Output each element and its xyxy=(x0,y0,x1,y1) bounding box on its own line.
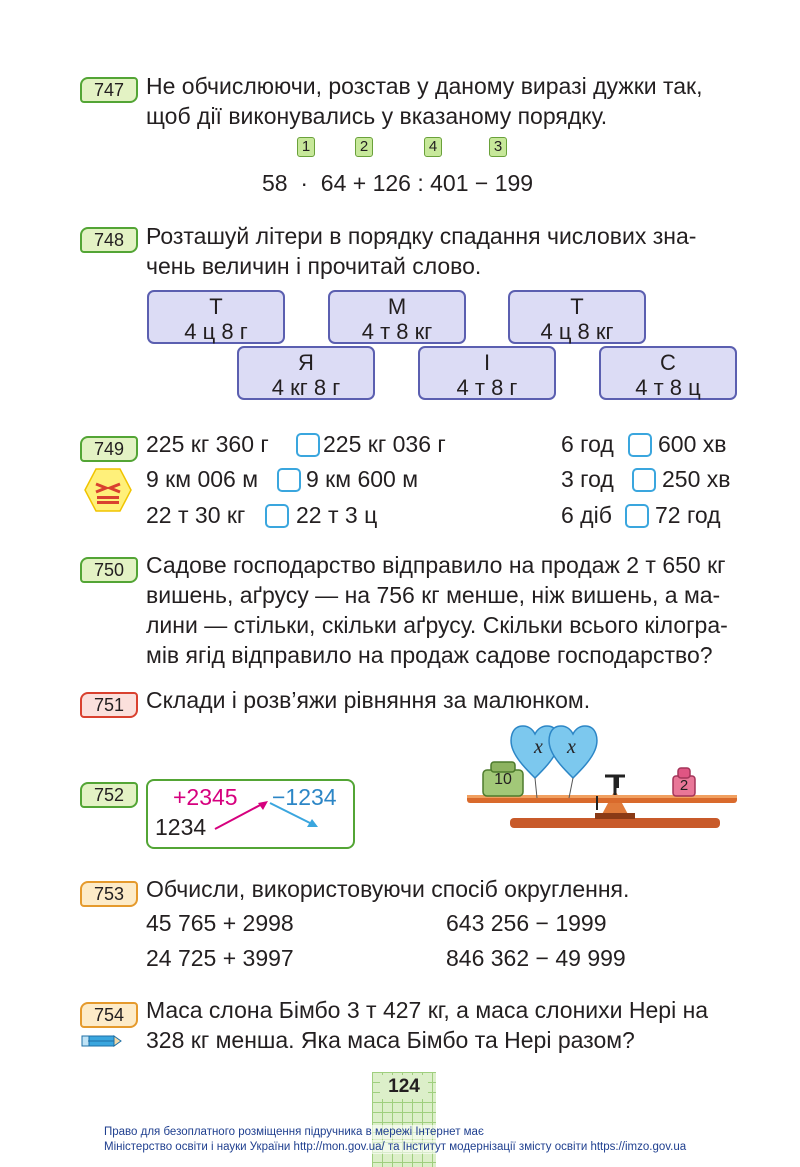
order-mark: 3 xyxy=(489,137,507,157)
compare-right-b: 250 хв xyxy=(662,466,731,492)
task-number-748: 748 xyxy=(80,227,138,253)
card-letter: І xyxy=(483,350,491,375)
compare-left-b: 9 км 600 м xyxy=(306,466,419,492)
order-mark: 1 xyxy=(297,137,315,157)
calc-left: 45 765 + 2998 xyxy=(146,910,294,936)
calc-right: 643 256 − 1999 xyxy=(446,910,607,936)
task-748-text-line2: чень величин і прочитай слово. xyxy=(146,253,482,279)
letter-card: І 4 т 8 г xyxy=(418,346,556,400)
card-value: 4 т 8 г xyxy=(456,375,518,400)
letter-card: С 4 т 8 ц xyxy=(599,346,737,400)
task-number-753: 753 xyxy=(80,881,138,907)
compare-right-b: 72 год xyxy=(655,502,721,528)
compare-right-a: 3 год xyxy=(561,466,614,492)
task-number-752: 752 xyxy=(80,782,138,808)
card-letter: Я xyxy=(298,350,314,375)
task-750-line: мів ягід відправило на продаж садове гос… xyxy=(146,642,713,668)
compare-left-a: 225 кг 360 г xyxy=(146,431,269,457)
compare-box[interactable] xyxy=(628,433,652,457)
task-number-754: 754 xyxy=(80,1002,138,1028)
footer-line1: Право для безоплатного розміщення підруч… xyxy=(104,1125,484,1139)
compare-right-b: 600 хв xyxy=(658,431,727,457)
letter-card: М 4 т 8 кг xyxy=(328,290,466,344)
task-747-text-line1: Не обчислюючи, розстав у даному виразі д… xyxy=(146,73,703,99)
compare-box[interactable] xyxy=(265,504,289,528)
task-754-text-line1: Маса слона Бімбо 3 т 427 кг, а маса слон… xyxy=(146,997,709,1023)
compare-icon xyxy=(84,468,132,512)
task-number-751: 751 xyxy=(80,692,138,718)
letter-card: Т 4 ц 8 г xyxy=(147,290,285,344)
task-number-750: 750 xyxy=(80,557,138,583)
card-value: 4 т 8 кг xyxy=(361,319,433,344)
left-weight-label: 10 xyxy=(494,771,512,788)
footer-line2: Міністерство освіти і науки України http… xyxy=(104,1140,687,1154)
order-mark: 2 xyxy=(355,137,373,157)
letter-card: Я 4 кг 8 г xyxy=(237,346,375,400)
card-value: 4 ц 8 кг xyxy=(540,319,614,344)
calc-right: 846 362 − 49 999 xyxy=(446,945,626,971)
task-753-text: Обчисли, використовуючи спосіб округленн… xyxy=(146,876,630,902)
card-value: 4 кг 8 г xyxy=(271,375,341,400)
right-weight-label: 2 xyxy=(679,777,689,794)
card-value: 4 т 8 ц xyxy=(635,375,701,400)
compare-box[interactable] xyxy=(296,433,320,457)
task-747-text-line2: щоб дії виконувались у вказаному порядку… xyxy=(146,103,608,129)
operation-chain-box xyxy=(146,779,355,849)
card-letter: С xyxy=(660,350,676,375)
card-letter: Т xyxy=(570,294,584,319)
card-letter: Т xyxy=(209,294,223,319)
task-748-text-line1: Розташуй літери в порядку спадання число… xyxy=(146,223,697,249)
balloon-label: x xyxy=(534,736,543,758)
card-letter: М xyxy=(387,294,407,319)
task-754-text-line2: 328 кг менша. Яка маса Бімбо та Нері раз… xyxy=(146,1027,635,1053)
card-value: 4 ц 8 г xyxy=(184,319,248,344)
chain-op2: −1234 xyxy=(272,784,337,810)
compare-left-a: 22 т 30 кг xyxy=(146,502,246,528)
chain-start: 1234 xyxy=(155,814,207,840)
compare-left-a: 9 км 006 м xyxy=(146,466,259,492)
compare-box[interactable] xyxy=(632,468,656,492)
order-mark: 4 xyxy=(424,137,442,157)
expression: 58 · 64 + 126 : 401 − 199 xyxy=(262,170,534,196)
task-751-text: Склади і розв’яжи рівняння за малюнком. xyxy=(146,687,591,713)
compare-box[interactable] xyxy=(277,468,301,492)
compare-left-b: 225 кг 036 г xyxy=(323,431,446,457)
calc-left: 24 725 + 3997 xyxy=(146,945,294,971)
compare-right-a: 6 діб xyxy=(561,502,612,528)
balance-scale-illustration xyxy=(467,725,737,828)
task-750-line: вишень, аґрусу — на 756 кг менше, ніж ви… xyxy=(146,582,721,608)
task-number-747: 747 xyxy=(80,77,138,103)
chain-op1: +2345 xyxy=(173,784,238,810)
compare-box[interactable] xyxy=(625,504,649,528)
task-750-line: лини — стільки, скільки аґрусу. Скільки … xyxy=(146,612,728,638)
page-number: 124 xyxy=(380,1075,428,1099)
pencil-icon xyxy=(81,1035,122,1047)
letter-card: Т 4 ц 8 кг xyxy=(508,290,646,344)
task-750-line: Садове господарство відправило на продаж… xyxy=(146,552,726,578)
compare-right-a: 6 год xyxy=(561,431,614,457)
task-number-749: 749 xyxy=(80,436,138,462)
compare-left-b: 22 т 3 ц xyxy=(296,502,378,528)
balloon-label: x xyxy=(567,736,576,758)
chain-arrows xyxy=(214,801,318,830)
